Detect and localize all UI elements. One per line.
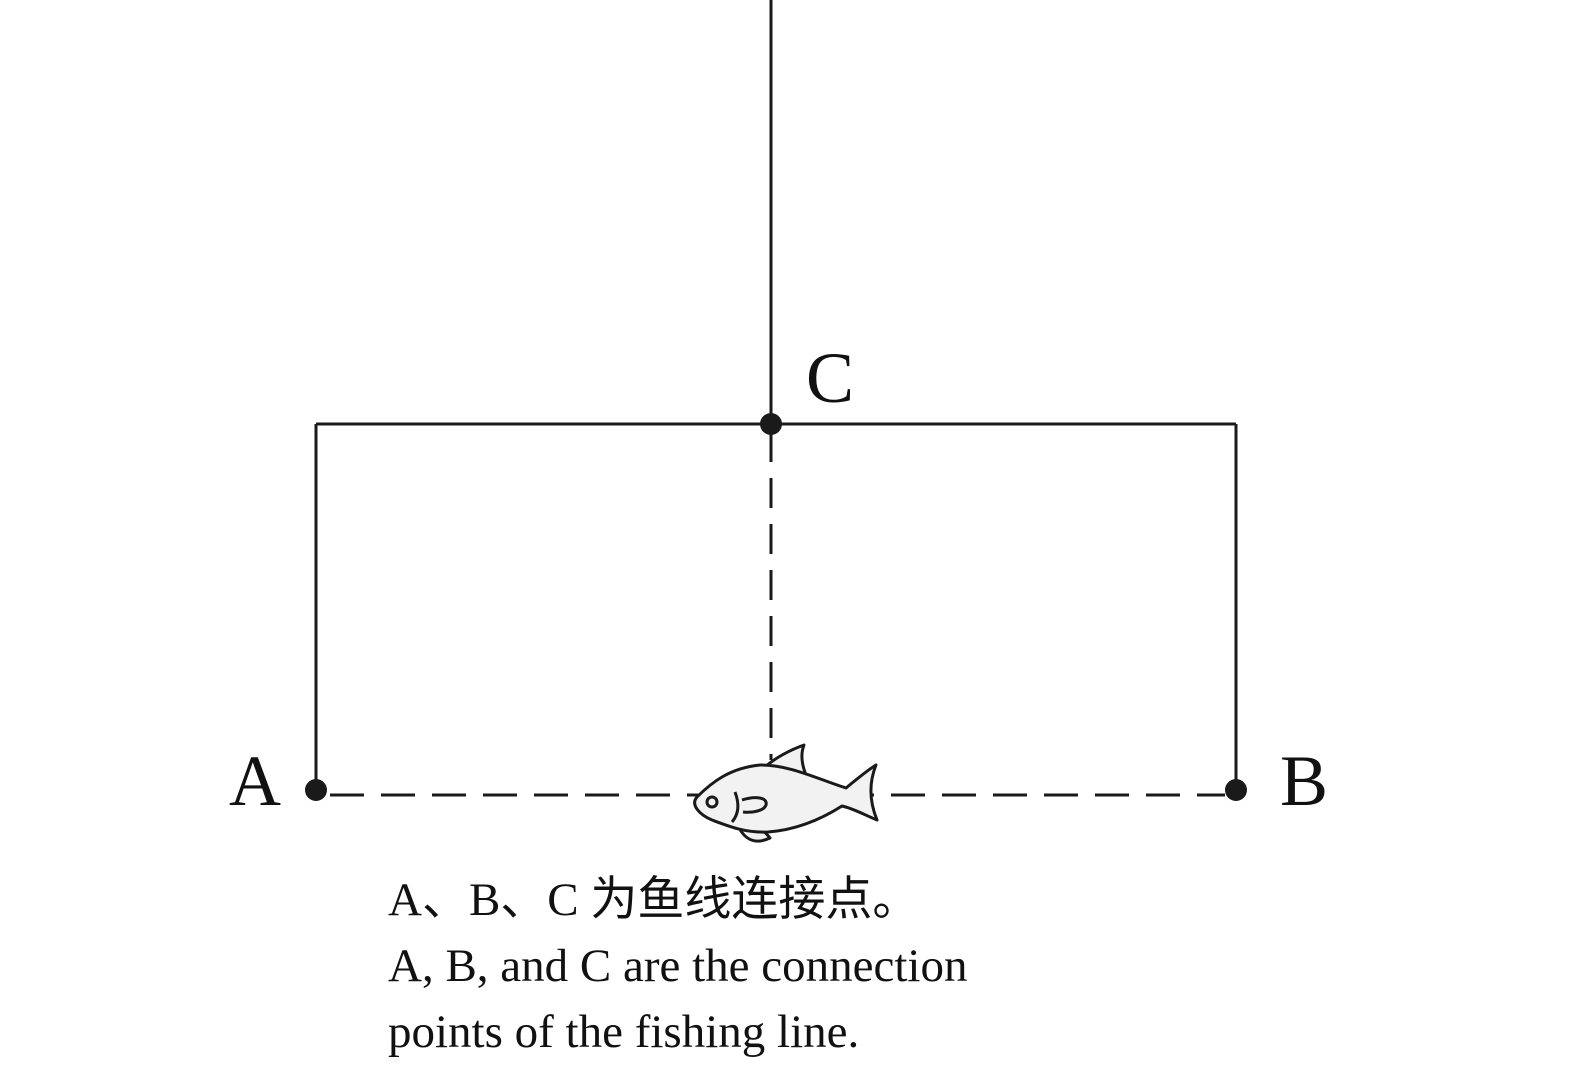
caption-line-3: points of the fishing line.: [388, 1006, 859, 1058]
label-c: C: [806, 338, 854, 418]
caption-line-1: A、B、C 为鱼线连接点。: [388, 874, 919, 926]
label-b: B: [1280, 741, 1328, 821]
caption-line-2: A, B, and C are the connection: [388, 940, 968, 992]
point-b-dot: [1225, 779, 1247, 801]
point-a-dot: [305, 779, 327, 801]
label-a: A: [229, 741, 281, 821]
point-c-dot: [760, 413, 782, 435]
fish-icon: [693, 743, 879, 843]
